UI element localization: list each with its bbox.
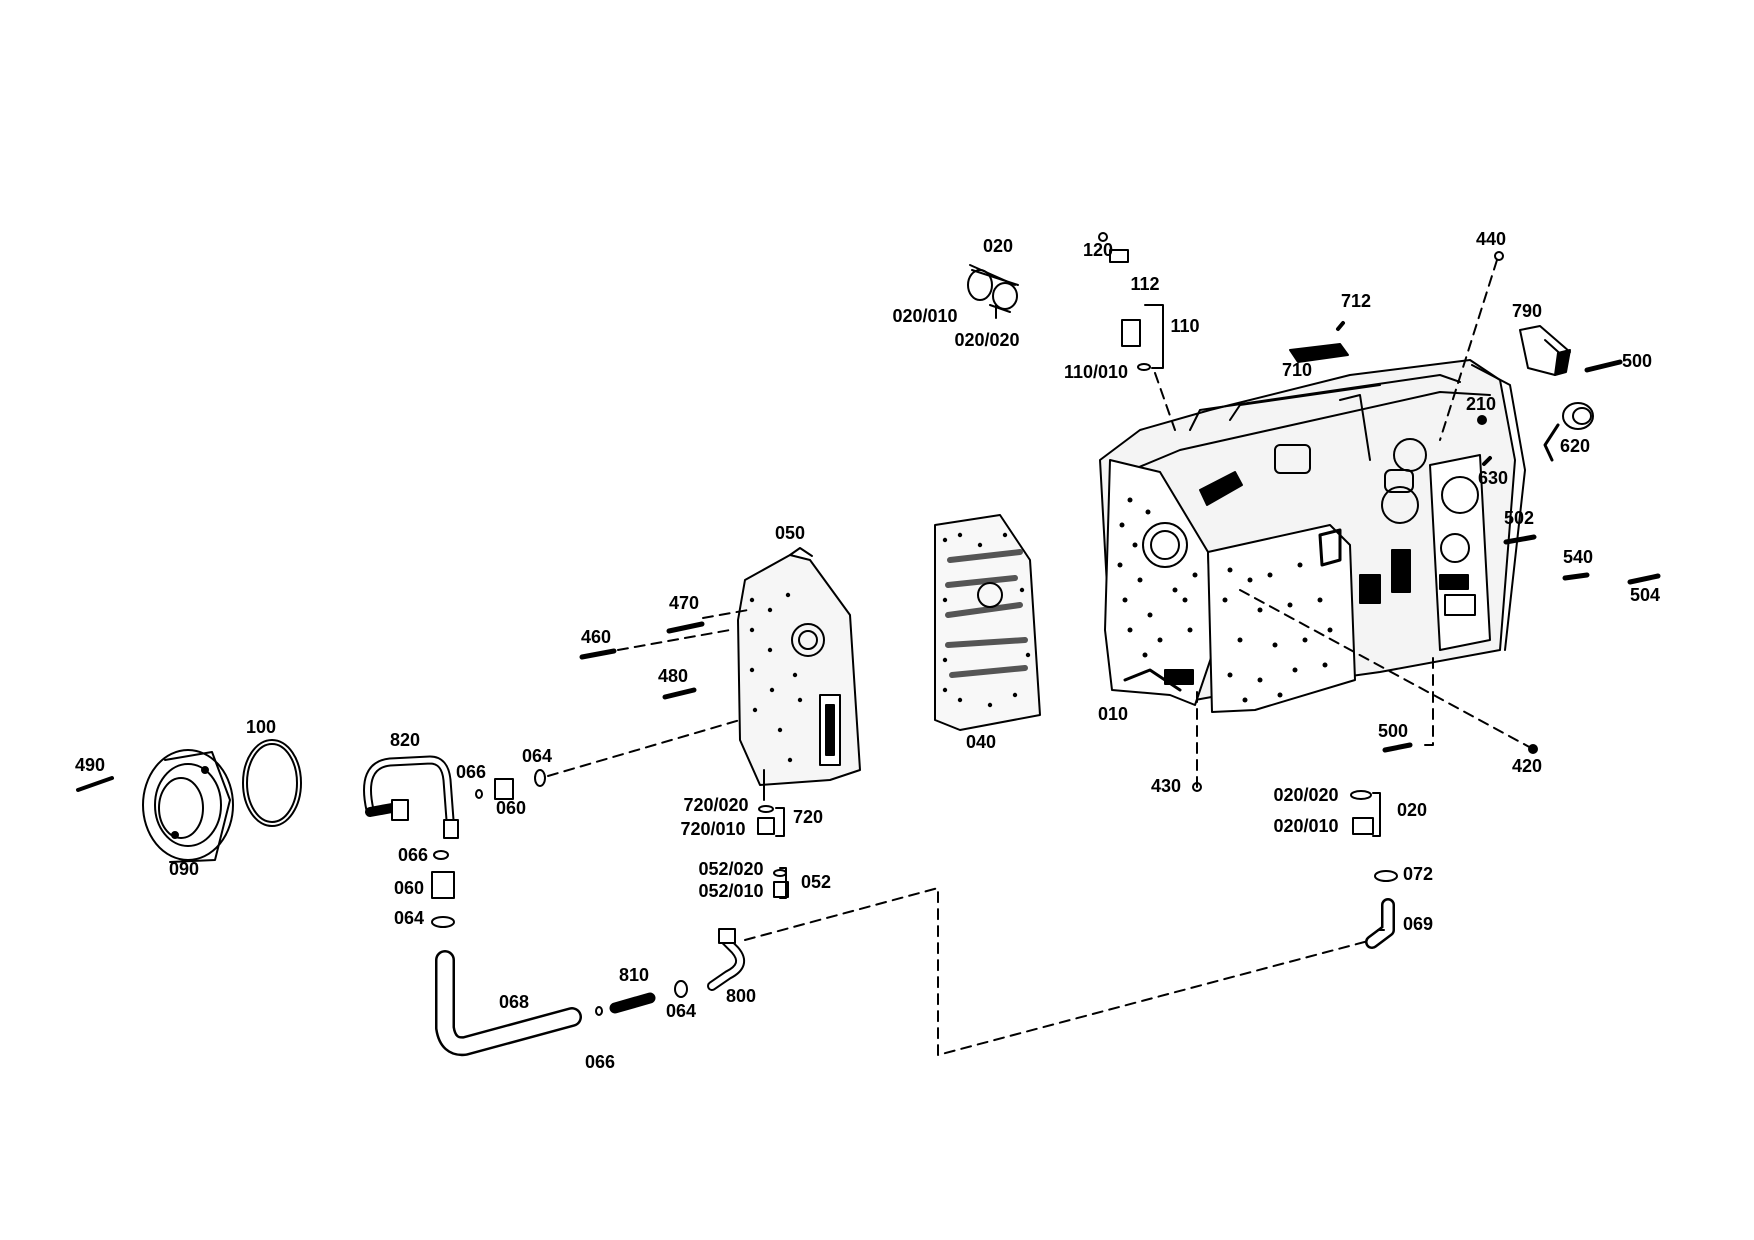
label-010: 010 xyxy=(1097,704,1129,724)
label-072: 072 xyxy=(1402,864,1434,884)
fitting-set-a xyxy=(431,769,546,928)
nameplate-710-part xyxy=(1289,321,1349,363)
label-066-a: 066 xyxy=(455,762,487,782)
label-020-010-top: 020/010 xyxy=(892,306,958,326)
label-712: 712 xyxy=(1340,291,1372,311)
label-820: 820 xyxy=(389,730,421,750)
label-504: 504 xyxy=(1629,585,1661,605)
label-052: 052 xyxy=(800,872,832,892)
label-710: 710 xyxy=(1281,360,1313,380)
bolts-right xyxy=(1382,359,1661,753)
assembly-leader-lines xyxy=(547,259,1534,1056)
label-064-a: 064 xyxy=(521,746,553,766)
label-brackets xyxy=(763,264,1385,931)
label-500-b: 500 xyxy=(1377,721,1409,741)
transmission-housing-part xyxy=(1099,359,1526,713)
label-440: 440 xyxy=(1475,229,1507,249)
label-090: 090 xyxy=(168,859,200,879)
label-800: 800 xyxy=(725,986,757,1006)
pipe-820-part xyxy=(363,755,459,839)
label-020-top: 020 xyxy=(982,236,1014,256)
label-790: 790 xyxy=(1511,301,1543,321)
plug-620-part xyxy=(1543,402,1594,462)
label-210: 210 xyxy=(1465,394,1497,414)
label-720-020: 720/020 xyxy=(683,795,749,815)
label-050: 050 xyxy=(774,523,806,543)
plug-set-020-right xyxy=(1350,790,1374,835)
label-470: 470 xyxy=(668,593,700,613)
label-100: 100 xyxy=(245,717,277,737)
fitting-set-b xyxy=(595,928,746,1016)
label-066-c: 066 xyxy=(584,1052,616,1072)
label-500-a: 500 xyxy=(1621,351,1653,371)
label-060-a: 060 xyxy=(495,798,527,818)
label-064-c: 064 xyxy=(665,1001,697,1021)
label-040: 040 xyxy=(965,732,997,752)
bracket-790-part xyxy=(1519,325,1571,376)
label-420: 420 xyxy=(1511,756,1543,776)
label-720-010: 720/010 xyxy=(680,819,746,839)
sensor-110-part xyxy=(1098,232,1164,371)
label-502: 502 xyxy=(1503,508,1535,528)
label-480: 480 xyxy=(657,666,689,686)
label-110: 110 xyxy=(1170,316,1200,336)
label-060-b: 060 xyxy=(393,878,425,898)
label-720: 720 xyxy=(792,807,824,827)
label-810: 810 xyxy=(618,965,650,985)
label-064-b: 064 xyxy=(393,908,425,928)
valve-body-part xyxy=(737,547,861,786)
o-ring-100-part xyxy=(242,739,302,827)
label-112: 112 xyxy=(1130,274,1160,294)
label-020-right: 020 xyxy=(1396,800,1428,820)
label-020-020-top: 020/020 xyxy=(954,330,1020,350)
label-110-010: 110/010 xyxy=(1063,362,1129,382)
plug-set-720 xyxy=(757,805,789,898)
label-540: 540 xyxy=(1562,547,1594,567)
label-020-020-right: 020/020 xyxy=(1273,785,1339,805)
label-460: 460 xyxy=(580,627,612,647)
label-430: 430 xyxy=(1150,776,1182,796)
label-052-020: 052/020 xyxy=(698,859,764,879)
label-052-010: 052/010 xyxy=(698,881,764,901)
flange-cover-part xyxy=(142,749,234,863)
intermediate-plate-part xyxy=(934,514,1041,731)
label-630: 630 xyxy=(1477,468,1509,488)
label-620: 620 xyxy=(1559,436,1591,456)
label-068: 068 xyxy=(498,992,530,1012)
bolt-490-part xyxy=(76,776,114,792)
elbow-069-part xyxy=(1365,870,1398,949)
tube-068-part xyxy=(435,950,582,1057)
label-020-010-right: 020/010 xyxy=(1273,816,1339,836)
label-066-b: 066 xyxy=(397,845,429,865)
label-069: 069 xyxy=(1402,914,1434,934)
label-490: 490 xyxy=(74,755,106,775)
label-120: 120 xyxy=(1082,240,1114,260)
